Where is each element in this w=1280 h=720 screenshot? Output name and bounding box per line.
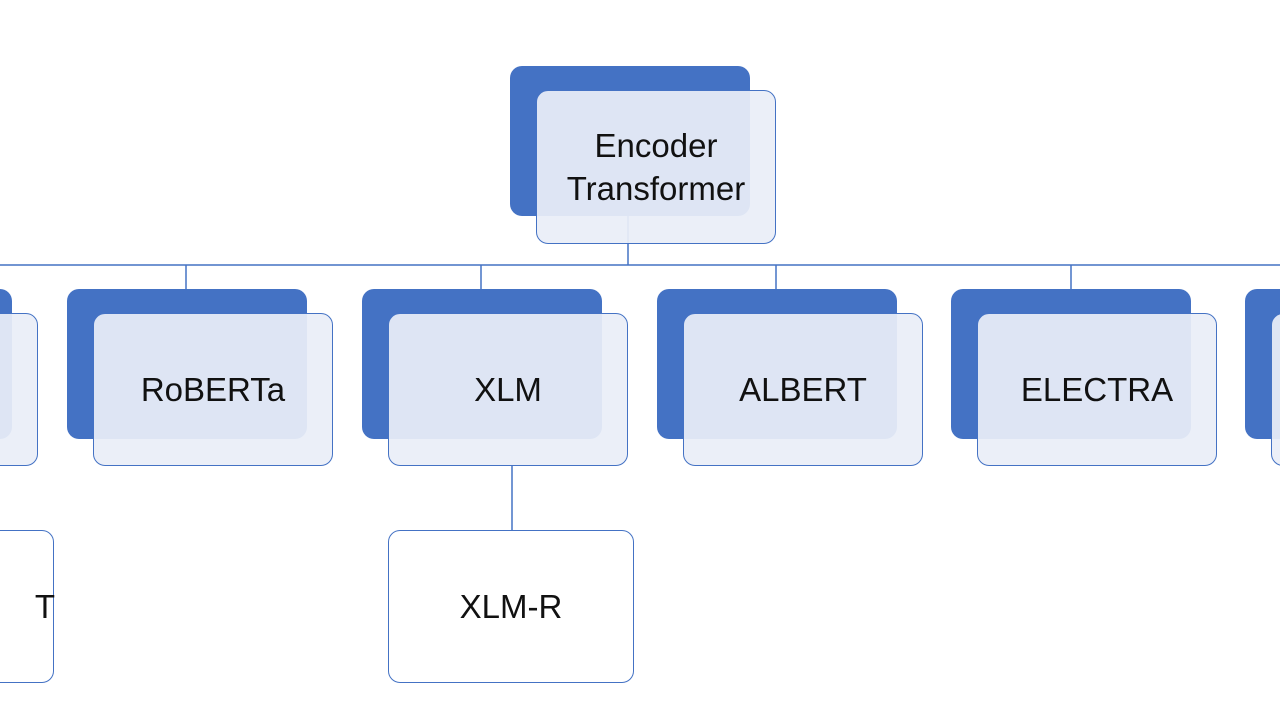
node-label: XLM [474, 371, 542, 408]
node-front-shape: XLM [388, 313, 628, 466]
node-label: RoBERTa [140, 371, 286, 408]
node-front-shape: ELECTRA [977, 313, 1217, 466]
node-front-shape: RoBERTa [93, 313, 333, 466]
node-label: ALBERT [739, 371, 867, 408]
node-front-shape [0, 313, 38, 466]
node-label: ELECTRA [1020, 371, 1174, 408]
node-label-line1: Encoder [594, 127, 718, 164]
node-label-line2: Transformer [566, 170, 746, 207]
node-label: Encoder Transformer [567, 124, 745, 210]
node-left-grandchild-partial: T [0, 530, 56, 683]
node-xlm-r: XLM-R [388, 530, 634, 683]
node-front-shape: ALBERT [683, 313, 923, 466]
node-label: T [34, 588, 56, 625]
node-front-shape [1271, 313, 1280, 466]
node-front-shape: Encoder Transformer [536, 90, 776, 244]
node-label: XLM-R [459, 588, 563, 625]
